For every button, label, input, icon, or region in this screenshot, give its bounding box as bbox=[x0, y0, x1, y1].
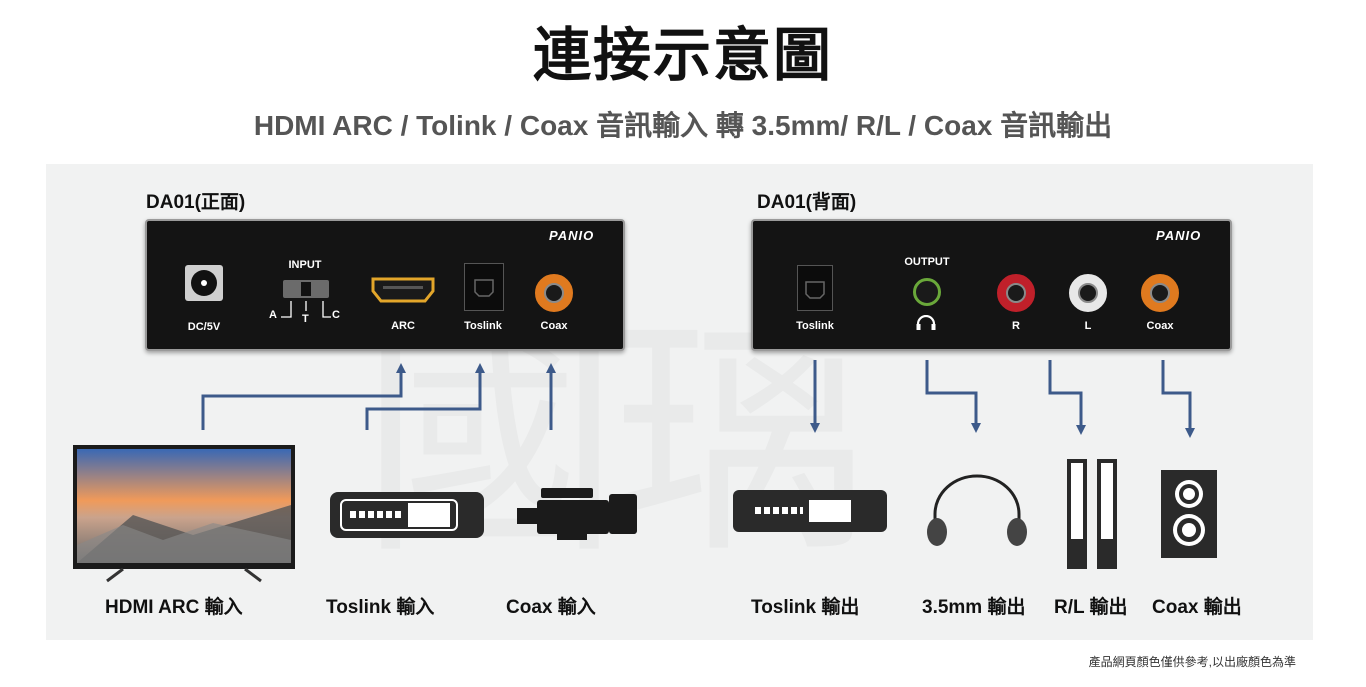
arrow-back-to-coax bbox=[1161, 360, 1195, 438]
page-subtitle: HDMI ARC / Tolink / Coax 音訊輸入 轉 3.5mm/ R… bbox=[253, 110, 1113, 141]
input-label: INPUT bbox=[288, 259, 322, 271]
coax-out-label: Coax 輸出 bbox=[1152, 597, 1242, 618]
back-toslink-label: Toslink bbox=[796, 320, 834, 332]
arc-label: ARC bbox=[391, 320, 415, 332]
front-label: DA01(正面) bbox=[146, 192, 246, 213]
front-coax-label: Coax bbox=[540, 320, 568, 332]
output-label: OUTPUT bbox=[904, 256, 950, 268]
back-brand-logo: PANIO bbox=[1156, 228, 1202, 243]
toslink-in-device-icon bbox=[330, 492, 484, 538]
back-coax-label: Coax bbox=[1146, 320, 1174, 332]
headphone-jack-icon bbox=[913, 278, 941, 306]
back-label: DA01(背面) bbox=[757, 192, 857, 213]
l-label: L bbox=[1084, 320, 1092, 332]
switch-label-c: C bbox=[332, 309, 340, 321]
dc-jack-icon bbox=[185, 265, 223, 301]
page-title: 連接示意圖 bbox=[532, 21, 833, 89]
mm-out-label: 3.5mm 輸出 bbox=[922, 597, 1026, 618]
arrow-toslink-to-front bbox=[365, 363, 485, 430]
coax-in-jack-icon bbox=[535, 274, 573, 312]
footer-note: 產品網頁顏色僅供參考,以出廠顏色為準 bbox=[1088, 655, 1296, 669]
toslink-in-port-icon bbox=[464, 263, 504, 311]
l-jack-icon bbox=[1069, 274, 1107, 312]
toslink-out-device-icon bbox=[733, 490, 887, 532]
toslink-in-label: Toslink 輸入 bbox=[326, 597, 435, 618]
video-camera-icon bbox=[517, 486, 639, 542]
switch-label-t: T bbox=[302, 313, 309, 325]
front-brand-logo: PANIO bbox=[549, 228, 595, 243]
back-device-panel: PANIO Toslink OUTPUT R L Coax bbox=[751, 219, 1232, 351]
switch-position-lines bbox=[281, 301, 331, 318]
hdmi-arc-port-icon bbox=[371, 277, 435, 303]
switch-label-a: A bbox=[269, 309, 277, 321]
front-device-panel: PANIO DC/5V INPUT A T C ARC Toslink Coax bbox=[145, 219, 625, 351]
headphone-icon bbox=[915, 315, 937, 331]
headphones-icon bbox=[925, 472, 1029, 550]
hdmi-arc-in-label: HDMI ARC 輸入 bbox=[105, 597, 243, 618]
rl-speakers-icon bbox=[1066, 458, 1118, 570]
rl-out-label: R/L 輸出 bbox=[1054, 597, 1128, 618]
arrow-back-to-rl bbox=[1048, 360, 1086, 435]
r-jack-icon bbox=[997, 274, 1035, 312]
coax-in-label: Coax 輸入 bbox=[506, 597, 596, 618]
tv-icon bbox=[73, 445, 295, 583]
dc-label: DC/5V bbox=[187, 321, 221, 333]
coax-out-jack-icon bbox=[1141, 274, 1179, 312]
toslink-out-label: Toslink 輸出 bbox=[751, 597, 860, 618]
r-label: R bbox=[1012, 320, 1020, 332]
toslink-out-port-icon bbox=[797, 265, 833, 311]
front-toslink-label: Toslink bbox=[464, 320, 502, 332]
arrow-hdmi-to-arc bbox=[201, 363, 406, 430]
arrow-back-to-headphone bbox=[925, 360, 981, 433]
coax-speaker-icon bbox=[1161, 470, 1217, 558]
input-selector-switch[interactable] bbox=[283, 280, 329, 298]
